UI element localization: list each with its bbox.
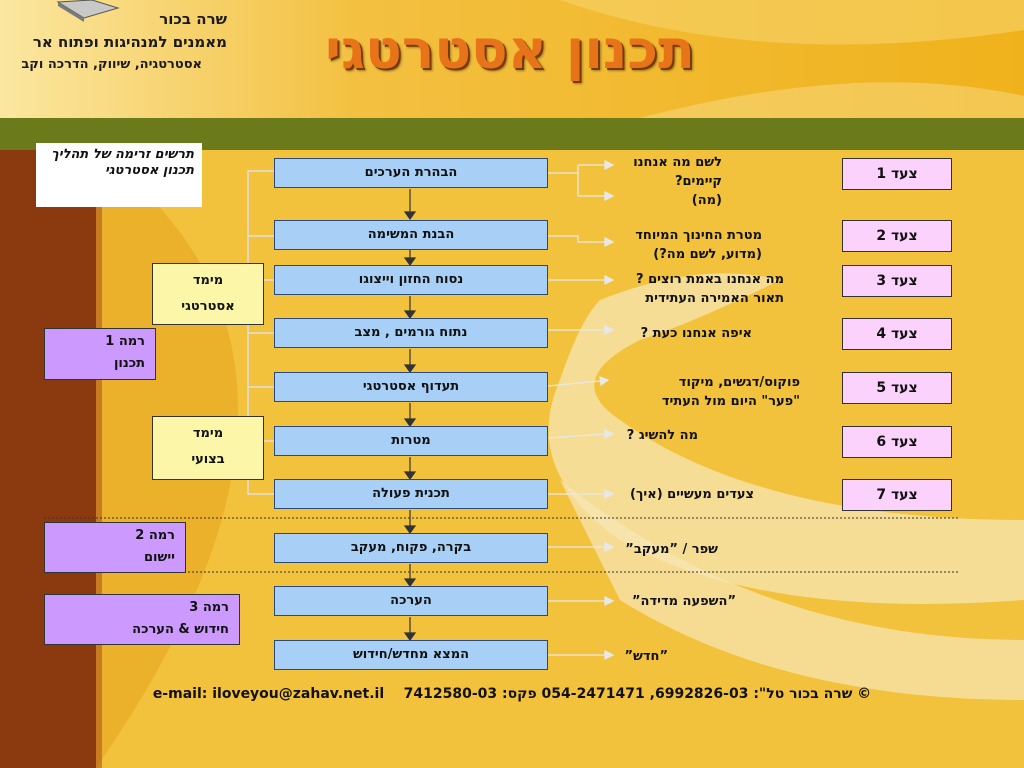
description-2: מטרת החינוך המיוחד (מדוע, לשם מה?) <box>612 226 762 264</box>
description-line: מטרת החינוך המיוחד <box>635 228 762 243</box>
level-line: יישום <box>143 550 175 565</box>
description-line: שפר / ”מעקב” <box>625 542 718 557</box>
level-1: רמה 1 תכנון <box>44 328 156 380</box>
description-line: ”השפעה מדידה” <box>632 594 736 609</box>
step-6: צעד 6 <box>842 426 952 458</box>
step-4: צעד 4 <box>842 318 952 350</box>
step-3: צעד 3 <box>842 265 952 297</box>
flow-node-6: מטרות <box>274 426 548 456</box>
dimension-line: בצועי <box>191 452 225 467</box>
description-7: צעדים מעשיים (איך) <box>612 485 754 504</box>
description-arrows <box>547 159 615 661</box>
description-10: ”חדש” <box>612 647 668 666</box>
flow-node-8: בקרה, פקוח, מעקב <box>274 533 548 563</box>
dimension-operational: מימד בצועי <box>152 416 264 480</box>
level-line: רמה 1 <box>105 334 145 349</box>
description-line: איפה אנחנו כעת ? <box>640 326 752 341</box>
footer-contact: © שרה בכור טל": 6992826-03, 054-2471471 … <box>0 686 1024 702</box>
dimension-line: מימד <box>192 273 224 288</box>
dimension-line: אסטרטגי <box>181 299 235 314</box>
dimension-line: מימד <box>192 426 224 441</box>
description-line: תאור האמירה העתידית <box>645 291 784 306</box>
description-line: ”חדש” <box>624 649 668 664</box>
logo-icon <box>56 0 120 22</box>
description-line: צעדים מעשיים (איך) <box>629 487 754 502</box>
description-3: מה אנחנו באמת רוצים ? תאור האמירה העתידי… <box>612 270 784 308</box>
description-line: "פער" היום מול העתיד <box>661 394 800 409</box>
description-line: לשם מה אנחנו <box>633 155 722 170</box>
level-3: רמה 3 חידוש & הערכה <box>44 594 240 645</box>
level-line: תכנון <box>113 356 145 371</box>
description-line: (מדוע, לשם מה?) <box>653 247 762 262</box>
step-2: צעד 2 <box>842 220 952 252</box>
description-1: לשם מה אנחנו קיימים? (מה) <box>612 153 722 210</box>
footer-contact-text: © שרה בכור טל": 6992826-03, 054-2471471 … <box>403 686 872 702</box>
level-2: רמה 2 יישום <box>44 522 186 573</box>
dimension-strategic: מימד אסטרטגי <box>152 263 264 325</box>
level-line: רמה 2 <box>135 528 175 543</box>
flow-node-7: תכנית פעולה <box>274 479 548 509</box>
description-5: פוקוס/דגשים, מיקוד "פער" היום מול העתיד <box>640 373 800 411</box>
description-4: איפה אנחנו כעת ? <box>612 324 752 343</box>
footer-email[interactable]: e-mail: iloveyou@zahav.net.il <box>152 686 385 702</box>
diagram-note: תרשים זרימה של תהליך תכנון אסטרטגי <box>36 143 202 207</box>
flow-node-5: תעדוף אסטרטגי <box>274 372 548 402</box>
flow-node-4: נתוח גורמים , מצב <box>274 318 548 348</box>
description-8: שפר / ”מעקב” <box>612 540 718 559</box>
description-line: קיימים? <box>674 174 722 189</box>
company-subtitle: מאמנים למנהיגות ופתוח אר <box>32 33 227 51</box>
description-line: פוקוס/דגשים, מיקוד <box>678 375 800 390</box>
flow-node-2: הבנת המשימה <box>274 220 548 250</box>
flow-node-1: הבהרת הערכים <box>274 158 548 188</box>
author-name: שרה בכור <box>159 10 227 28</box>
step-1: צעד 1 <box>842 158 952 190</box>
description-line: מה להשיג ? <box>626 428 698 443</box>
step-5: צעד 5 <box>842 372 952 404</box>
level-line: חידוש & הערכה <box>132 622 229 637</box>
description-line: (מה) <box>691 193 722 208</box>
description-line: מה אנחנו באמת רוצים ? <box>636 272 784 287</box>
description-6: מה להשיג ? <box>612 426 698 445</box>
flow-node-9: הערכה <box>274 586 548 616</box>
description-9: ”השפעה מדידה” <box>612 592 736 611</box>
flow-node-3: נסוח החזון וייצוגו <box>274 265 548 295</box>
step-7: צעד 7 <box>842 479 952 511</box>
company-tagline: אסטרטגיה, שיווק, הדרכה וקב <box>21 57 202 72</box>
flow-arrows <box>403 189 417 642</box>
level-line: רמה 3 <box>189 600 229 615</box>
page-title: תכנון אסטרטגי <box>325 18 695 81</box>
flow-node-10: המצא מחדש/חידוש <box>274 640 548 670</box>
